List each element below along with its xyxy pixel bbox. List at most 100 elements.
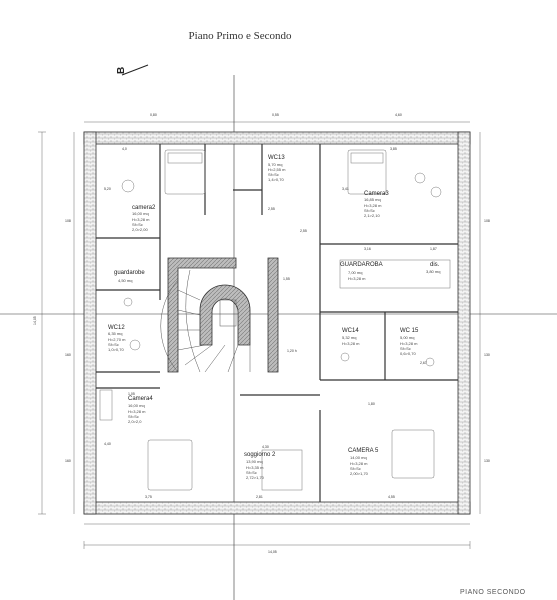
svg-text:CAMERA 5: CAMERA 5 [348, 448, 379, 454]
room-camera3: Camera3 16,85 mq H=3,28 m Sf=Sc 2,1>2,10 [364, 191, 389, 218]
dim-top-3: 0,80 [150, 113, 157, 117]
svg-text:13,90 mq: 13,90 mq [246, 459, 263, 464]
svg-text:Sf=Sc: Sf=Sc [246, 470, 257, 475]
svg-text:0,6>0,70: 0,6>0,70 [400, 351, 416, 356]
svg-text:H=2,70 m: H=2,70 m [108, 337, 126, 342]
dim-side-right-1: 108 [484, 219, 490, 223]
svg-text:2,72>1,70: 2,72>1,70 [246, 475, 265, 480]
svg-text:H=3,28 m: H=3,28 m [348, 276, 366, 281]
svg-text:soggiorno 2: soggiorno 2 [244, 452, 276, 458]
dim-mid-8: 3,75 [145, 495, 152, 499]
room-camera2: camera2 16,00 mq H=3,28 m Sf=Sc 2,0>2,00 [132, 205, 156, 232]
room-guardaroba: GUARDAROBA 7,00 mq H=3,28 m [340, 262, 383, 281]
room-wc15: WC 15 5,00 mq H=3,28 m Sf=Sc 0,6>0,70 [400, 328, 419, 356]
dim-mid-1: 2,55 [268, 207, 275, 211]
svg-text:Sf=Sc: Sf=Sc [364, 208, 375, 213]
dim-side-right-3: 130 [484, 459, 490, 463]
svg-text:7,00 mq: 7,00 mq [348, 270, 362, 275]
svg-text:H=3,28 m: H=3,28 m [400, 341, 418, 346]
dim-mid-14: 4,30 [262, 445, 269, 449]
dim-top-2: 3,85 [390, 147, 397, 151]
dim-side-left-2: 160 [65, 353, 71, 357]
room-dis: dis. 3,80 mq [426, 262, 440, 274]
svg-text:H=3,28 m: H=3,28 m [132, 217, 150, 222]
svg-text:H=3,28 m: H=3,28 m [364, 203, 382, 208]
svg-text:camera2: camera2 [132, 205, 156, 211]
room-camera5: CAMERA 5 14,00 mq H=3,28 m Sf=Sc 2,00>1,… [348, 448, 379, 476]
svg-text:Camera4: Camera4 [128, 396, 153, 402]
svg-text:H=2,55 m: H=2,55 m [268, 167, 286, 172]
svg-text:GUARDAROBA: GUARDAROBA [340, 262, 383, 268]
page-title: Piano Primo e Secondo [188, 30, 292, 42]
svg-text:1,0>0,70: 1,0>0,70 [108, 347, 124, 352]
total-height-dim: 14,05 [33, 316, 37, 325]
svg-text:4,50 mq: 4,50 mq [118, 278, 132, 283]
north-marker-letter: B [116, 67, 127, 74]
room-soggiorno2: soggiorno 2 13,90 mq H=3,35 m Sf=Sc 2,72… [244, 452, 276, 480]
svg-text:Sf=Sc: Sf=Sc [108, 342, 119, 347]
north-marker: B [116, 64, 149, 76]
svg-text:2,00>1,70: 2,00>1,70 [350, 471, 369, 476]
svg-text:6,35 mq: 6,35 mq [108, 331, 122, 336]
dim-mid-9: 2,81 [256, 495, 263, 499]
svg-text:Camera3: Camera3 [364, 191, 389, 197]
svg-text:2,0>2,0: 2,0>2,0 [128, 419, 142, 424]
svg-text:WC12: WC12 [108, 325, 125, 331]
stair-core [160, 257, 279, 373]
dimension-lines [38, 121, 481, 549]
svg-text:5,00 mq: 5,00 mq [400, 335, 414, 340]
dim-mid-7: 1,80 [368, 402, 375, 406]
dim-mid-4: 3,16 [364, 247, 371, 251]
svg-text:guardarobe: guardarobe [114, 270, 145, 276]
svg-text:1,4>0,70: 1,4>0,70 [268, 177, 284, 182]
svg-text:H=3,28 m: H=3,28 m [128, 409, 146, 414]
svg-text:WC 15: WC 15 [400, 328, 419, 334]
room-wc13: WC13 5,70 mq H=2,55 m Sf=Sc 1,4>0,70 [268, 155, 286, 182]
dim-side-left-3: 160 [65, 459, 71, 463]
room-camera4: Camera4 16,00 mq H=3,28 m Sf=Sc 2,0>2,0 [128, 396, 153, 424]
svg-text:14,00 mq: 14,00 mq [350, 455, 367, 460]
dim-top-5: 4,60 [395, 113, 402, 117]
svg-text:Sf=Sc: Sf=Sc [268, 172, 279, 177]
dim-mid-12: 5,20 [104, 187, 111, 191]
room-guardarobe: guardarobe 4,50 mq [114, 270, 145, 283]
svg-text:Sf=Sc: Sf=Sc [400, 346, 411, 351]
svg-text:16,85 mq: 16,85 mq [364, 197, 381, 202]
dim-side-right-2: 130 [484, 353, 490, 357]
interior-walls [96, 144, 458, 502]
footer-label: PIANO SECONDO [460, 589, 526, 596]
svg-text:H=3,28 m: H=3,28 m [342, 341, 360, 346]
total-width-dim: 14,05 [268, 550, 277, 554]
svg-text:Sf=Sc: Sf=Sc [132, 222, 143, 227]
furniture [99, 149, 451, 491]
svg-text:H=3,35 m: H=3,35 m [246, 465, 264, 470]
dim-side-left-1: 108 [65, 219, 71, 223]
dim-mid-5: 1,87 [430, 247, 437, 251]
dim-mid-6: 2,67 [420, 361, 427, 365]
dim-mid-11: 4,40 [104, 442, 111, 446]
svg-text:WC14: WC14 [342, 328, 359, 334]
svg-text:3,80 mq: 3,80 mq [426, 269, 440, 274]
dim-top-4: 0,55 [272, 113, 279, 117]
svg-text:dis.: dis. [430, 262, 440, 268]
room-wc12: WC12 6,35 mq H=2,70 m Sf=Sc 1,0>0,70 [108, 325, 126, 352]
svg-text:2,1>2,10: 2,1>2,10 [364, 213, 380, 218]
dim-mid-15: 1,05 [128, 392, 135, 396]
svg-text:16,00 mq: 16,00 mq [128, 403, 145, 408]
svg-text:WC13: WC13 [268, 155, 285, 161]
dim-mid-3: 2,55 [300, 229, 307, 233]
outer-walls [83, 131, 471, 515]
svg-text:5,70 mq: 5,70 mq [268, 162, 282, 167]
svg-text:16,00 mq: 16,00 mq [132, 211, 149, 216]
svg-text:Sf=Sc: Sf=Sc [350, 466, 361, 471]
svg-text:2,0>2,00: 2,0>2,00 [132, 227, 148, 232]
svg-text:Sf=Sc: Sf=Sc [128, 414, 139, 419]
room-wc14: WC14 5,32 mq H=3,28 m [342, 328, 360, 346]
dim-mid-10: 4,55 [388, 495, 395, 499]
svg-text:H=3,28 m: H=3,28 m [350, 461, 368, 466]
dim-top-1: 4,0 [122, 147, 127, 151]
dim-mid-2: 1,55 [283, 277, 290, 281]
dim-mid-16: 1,20 h [287, 349, 297, 353]
